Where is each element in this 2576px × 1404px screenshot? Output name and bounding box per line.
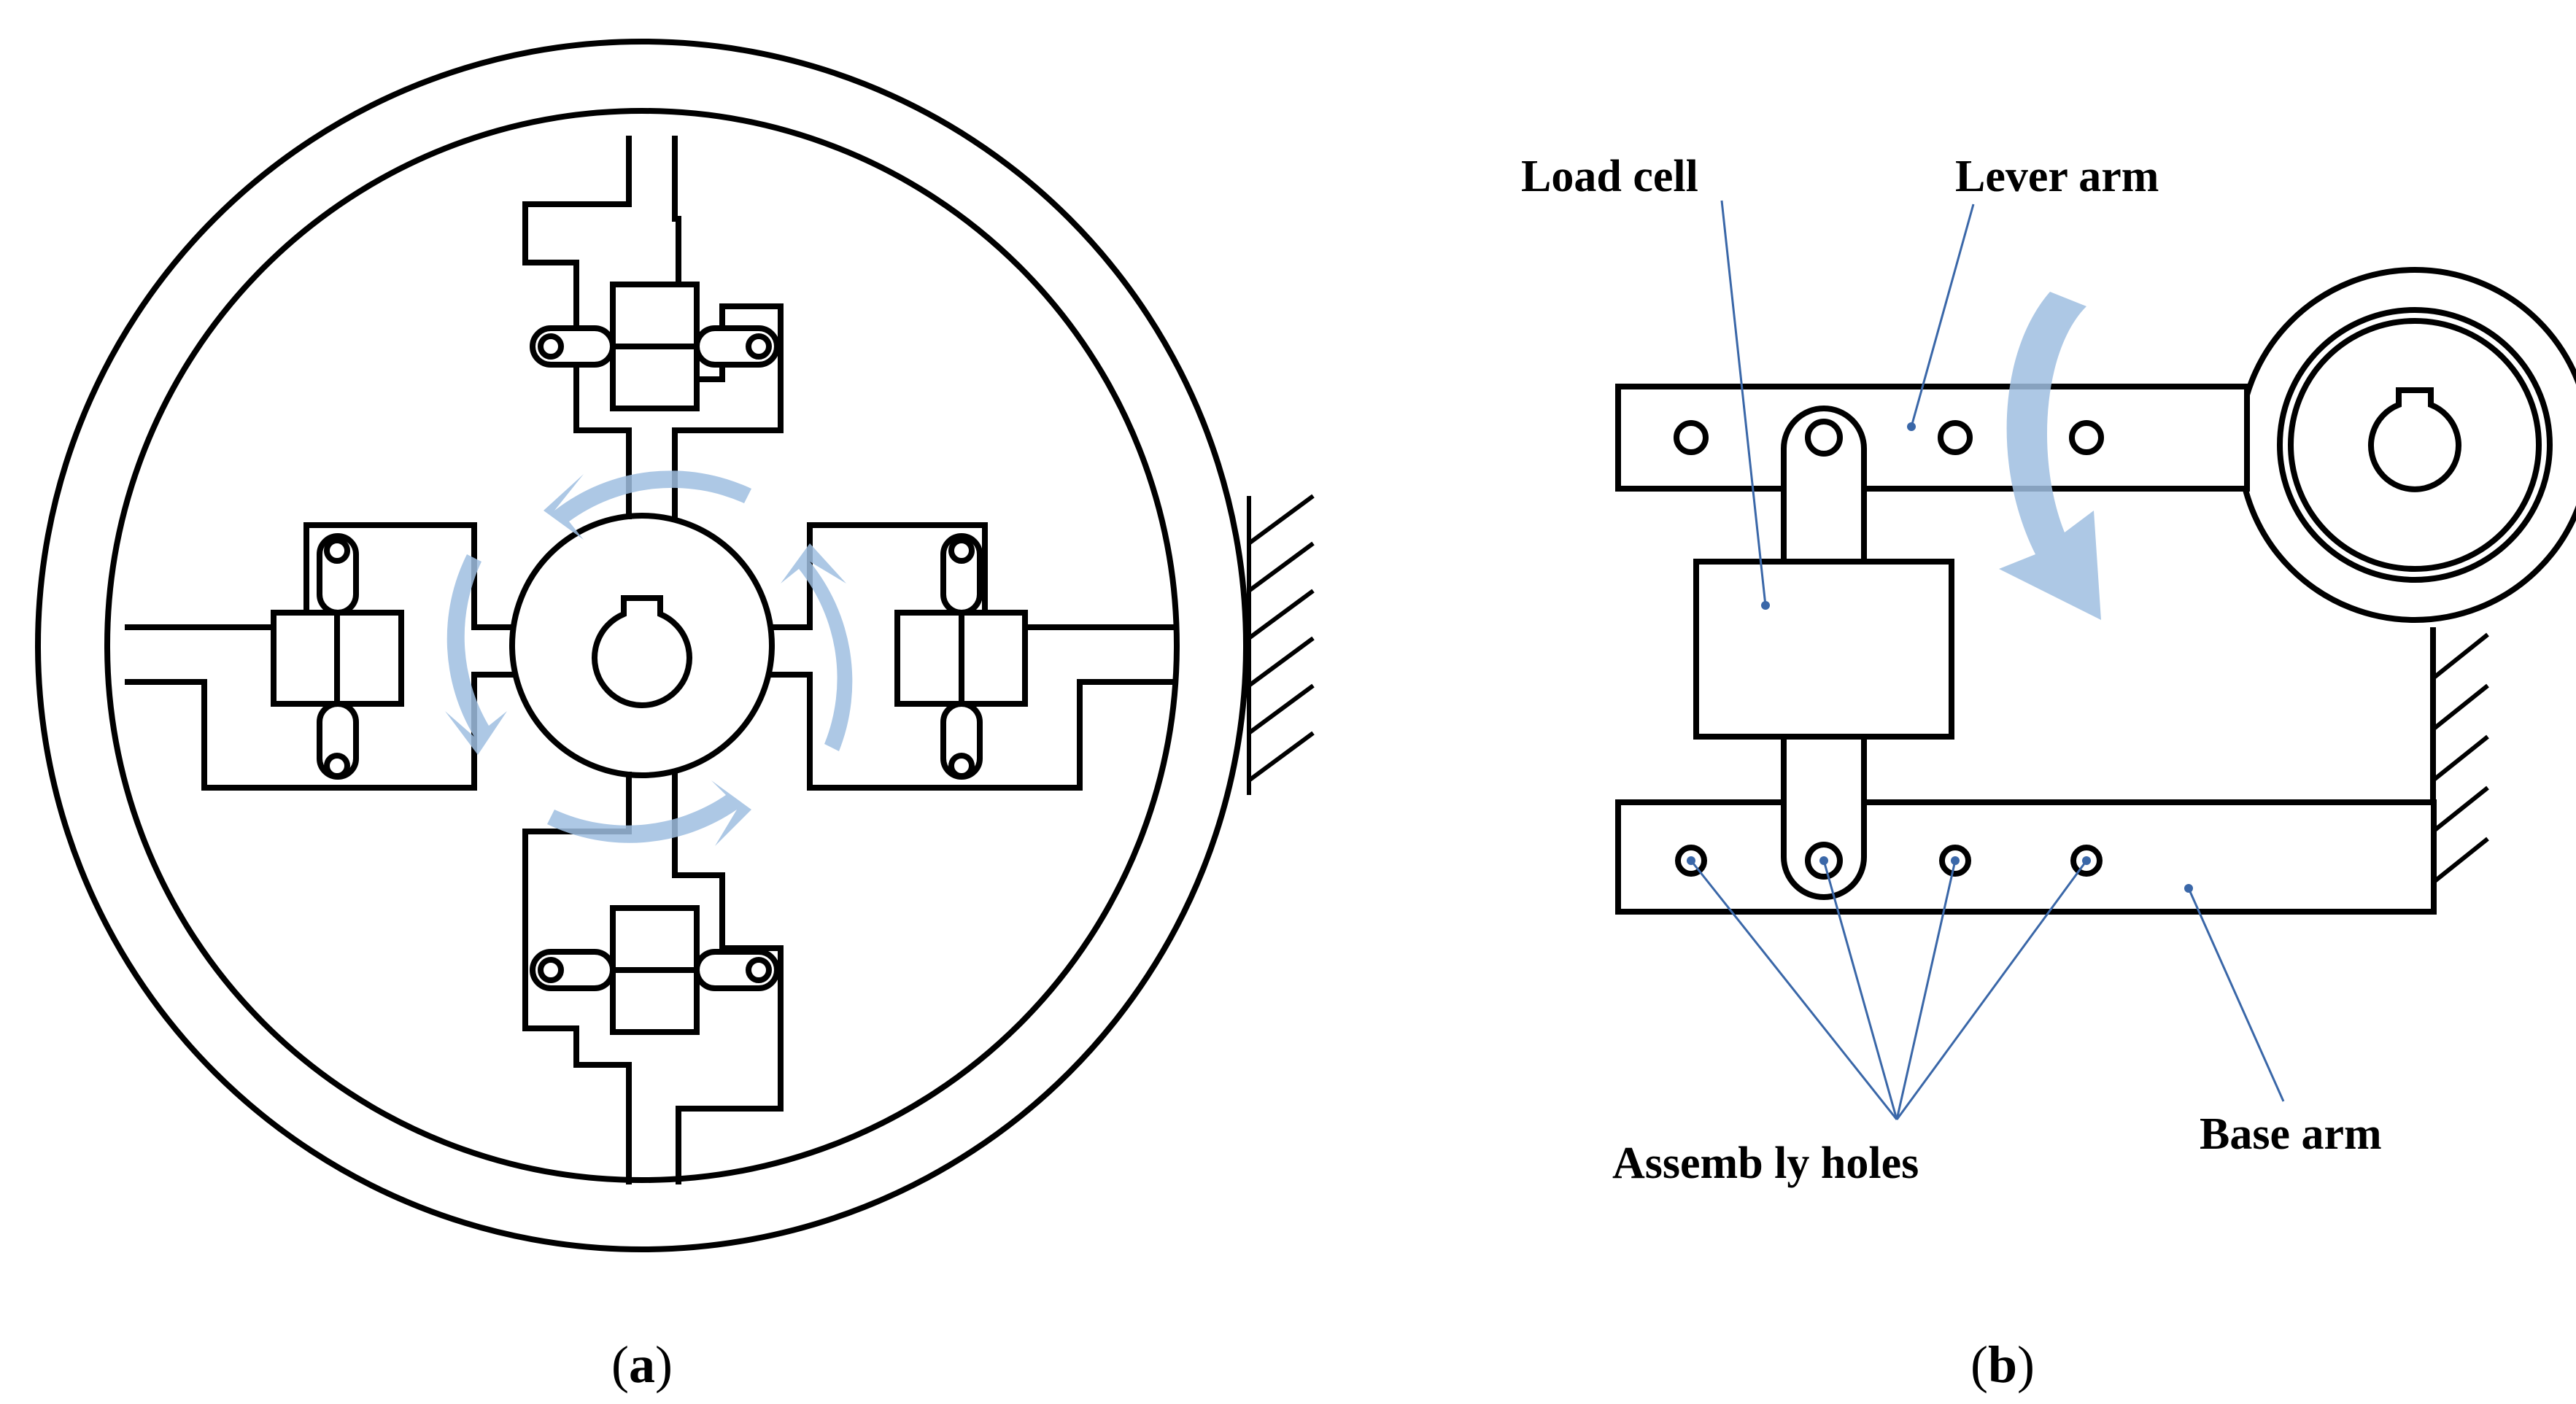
panel-a-diagram: (a): [35, 39, 1315, 1394]
lever-arm: [1615, 384, 2250, 492]
base-arm: [1615, 799, 2437, 915]
ground-hatch-a: [1247, 494, 1315, 795]
label-base-arm: Base arm: [2200, 1109, 2382, 1159]
label-assembly-holes: Assemb ly holes: [1612, 1139, 1919, 1188]
bottom-flexure-arm: [522, 772, 784, 1184]
rotation-arrow-b: [1999, 292, 2101, 620]
label-load-cell: Load cell: [1521, 152, 1698, 201]
ground-hatch-b: [2431, 627, 2489, 912]
load-cell-body: [1693, 559, 1954, 740]
rotation-arrows-a: [445, 470, 853, 846]
shaft-keyhole-b: [2368, 387, 2461, 492]
lever-hole-4: [2069, 420, 2104, 455]
leader-lines: [1687, 200, 2285, 1120]
central-hub: [509, 513, 775, 778]
outer-ring: [35, 39, 1249, 1252]
top-flexure-arm: [522, 136, 784, 519]
lever-hole-3: [1938, 420, 1973, 455]
shaft-keyhole-a: [592, 595, 692, 708]
caption-b: (b): [1970, 1335, 2035, 1394]
lever-hub-ring-outer: [2277, 307, 2553, 583]
inner-ring: [104, 108, 1180, 1183]
label-lever-arm: Lever arm: [1955, 152, 2159, 201]
panel-b-diagram: Load cell Lever arm Assemb ly holes Base…: [1521, 152, 2576, 1394]
caption-a: (a): [611, 1335, 673, 1394]
right-flexure-arm: [769, 522, 1177, 791]
left-flexure-arm: [125, 522, 515, 791]
lever-hole-1: [1674, 420, 1709, 455]
lever-hub-ring-inner: [2288, 318, 2542, 572]
